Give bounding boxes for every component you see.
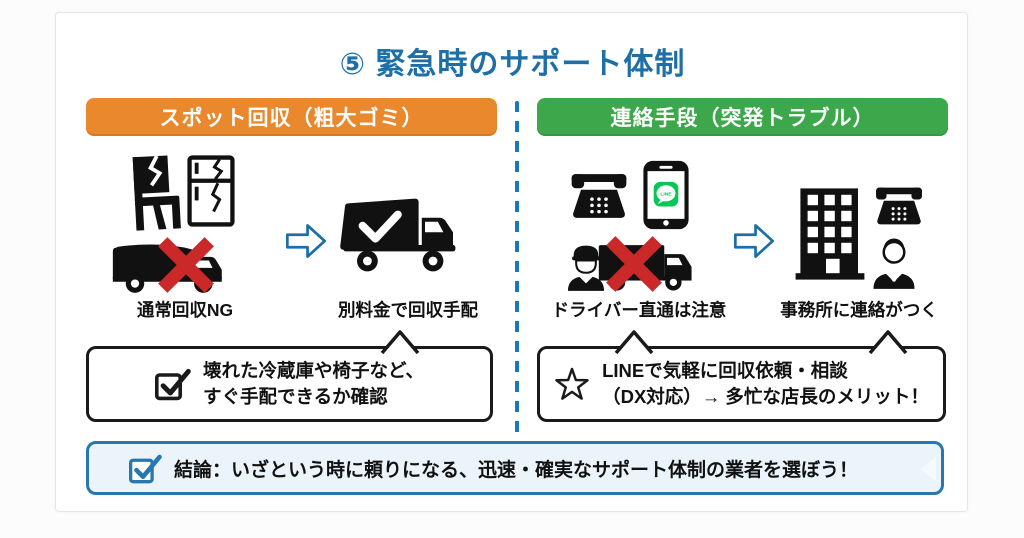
right-note-text: LINEで気軽に回収依頼・相談 （DX対応）→ 多忙な店長のメリット！ [602, 360, 929, 407]
right-arrow-icon [733, 224, 775, 258]
left-note-text: 壊れた冷蔵庫や椅子など、 すぐ手配できるか確認 [202, 360, 425, 407]
caption-paid-arrangement: 別料金で回収手配 [338, 300, 478, 320]
broken-chair-icon [132, 155, 181, 231]
nav-arrow-watermark [920, 457, 936, 481]
red-x-icon [158, 237, 214, 293]
right-arrow-icon [285, 224, 327, 258]
smartphone-line-icon: LINE [643, 160, 689, 230]
telephone-icon [876, 187, 922, 225]
star-icon [555, 367, 589, 400]
left-note-bubble: 壊れた冷蔵庫や椅子など、 すぐ手配できるか確認 [86, 330, 493, 422]
page-title: ⑤ 緊急時のサポート体制 [339, 48, 686, 81]
checkbox-icon [154, 368, 191, 401]
right-column-header-label: 連絡手段（突発トラブル） [610, 107, 875, 130]
office-building-icon [795, 188, 865, 280]
caption-normal-collection-ng: 通常回収NG [136, 300, 234, 320]
caption-driver-direct-caution: ドライバー直通は注意 [551, 300, 727, 320]
right-note-bubble: LINEで気軽に回収依頼・相談 （DX対応）→ 多忙な店長のメリット！ [537, 330, 946, 422]
left-column-header-label: スポット回収（粗大ゴミ） [159, 107, 424, 130]
red-x-icon [606, 236, 662, 292]
businessman-icon [873, 238, 915, 289]
telephone-icon [571, 174, 627, 218]
right-column-header: 連絡手段（突発トラブル） [537, 98, 948, 136]
conclusion-bar: 結論：いざという時に頼りになる、迅速・確実なサポート体制の業者を選ぼう！ [86, 441, 944, 495]
driver-icon [567, 245, 605, 291]
bubble-tail [380, 330, 420, 354]
caption-office-reachable: 事務所に連絡がつく [780, 300, 938, 320]
left-column-header: スポット回収（粗大ゴミ） [86, 98, 497, 136]
broken-fridge-icon [187, 155, 235, 227]
bubble-tail [614, 330, 654, 354]
pickup-truck-check-icon [340, 198, 456, 272]
slide: ⑤ 緊急時のサポート体制 スポット回収（粗大ゴミ） 連絡手段（突発トラブル） [55, 12, 968, 512]
dashed-divider [515, 101, 519, 433]
conclusion-text: 結論：いざという時に頼りになる、迅速・確実なサポート体制の業者を選ぼう！ [174, 459, 859, 481]
svg-text:LINE: LINE [660, 191, 672, 197]
blue-checkbox-icon [129, 454, 162, 483]
bubble-tail [868, 330, 908, 354]
